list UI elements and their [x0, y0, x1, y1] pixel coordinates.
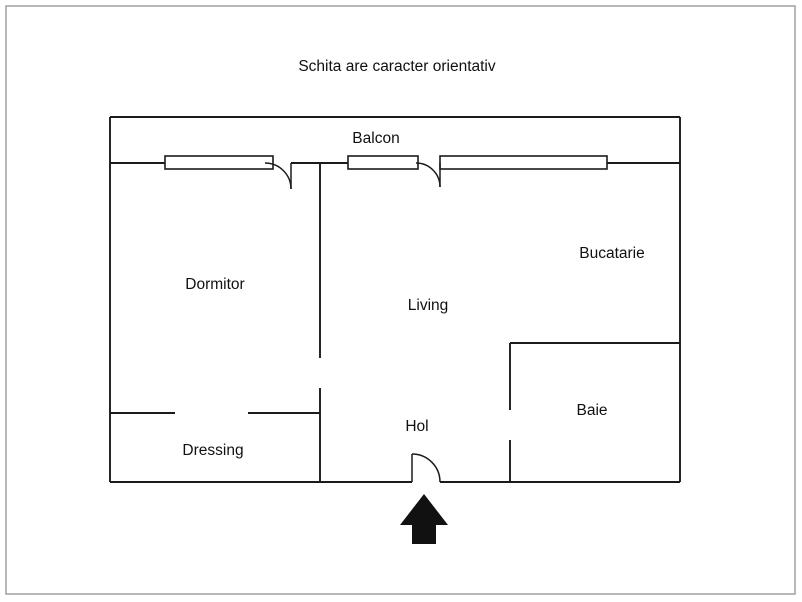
walls-group	[109, 116, 681, 483]
window-dormitor	[164, 155, 274, 170]
page-border	[5, 5, 796, 595]
room-label-baie: Baie	[576, 402, 607, 419]
room-label-hol: Hol	[405, 418, 428, 435]
room-label-bucatarie: Bucatarie	[579, 245, 644, 262]
windows-group	[164, 155, 608, 170]
entrance-direction-arrow	[400, 494, 448, 544]
doors-group	[264, 162, 441, 483]
room-label-living: Living	[408, 297, 449, 314]
room-label-dormitor: Dormitor	[185, 276, 244, 293]
room-label-dressing: Dressing	[182, 442, 243, 459]
plan-title-note: Schita are caracter orientativ	[298, 58, 496, 75]
door-entrance	[411, 453, 441, 483]
window-living-right	[439, 155, 608, 170]
window-living-left	[347, 155, 419, 170]
door-dormitor-balcony	[264, 162, 292, 190]
door-living-balcony	[415, 162, 441, 188]
room-label-balcon: Balcon	[352, 130, 399, 147]
